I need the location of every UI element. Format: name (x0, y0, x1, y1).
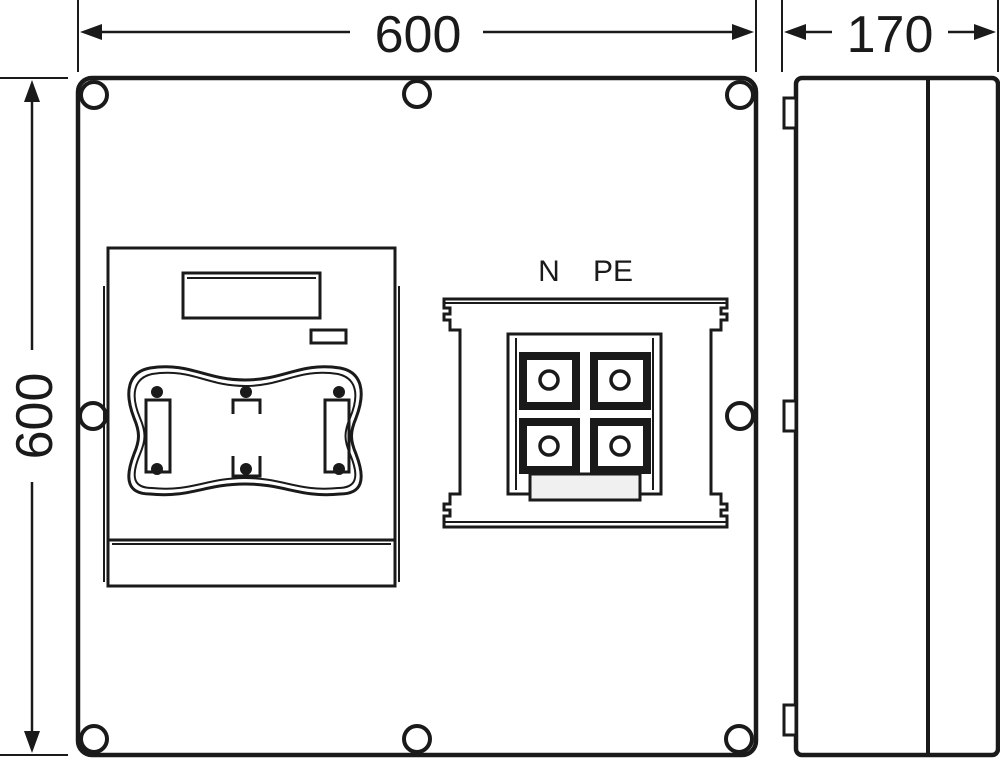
screw-icon (609, 369, 631, 391)
screw-icon (402, 724, 432, 754)
enclosure-front-outline (75, 75, 759, 758)
neutral-label: N (538, 255, 560, 288)
side-view (782, 75, 1000, 758)
center-clip-top (231, 398, 262, 414)
terminal-clamp (590, 352, 651, 410)
terminal-clamp (519, 418, 580, 474)
fuse-switch-disconnector (103, 246, 400, 588)
front-view: N PE (75, 75, 759, 758)
width-label: 600 (375, 6, 462, 64)
screw-icon (402, 79, 432, 109)
switch-housing (106, 246, 397, 588)
rivet-icon (151, 463, 163, 475)
screw-icon (725, 401, 755, 431)
side-latch (782, 703, 798, 737)
terminal-block: N PE (442, 255, 729, 529)
rivet-icon (240, 463, 252, 475)
rivet-icon (151, 386, 163, 398)
fuse-contact-left (144, 398, 172, 474)
screw-icon (79, 724, 109, 754)
mounting-rail (442, 297, 729, 529)
screw-icon (724, 724, 754, 754)
terminal-clamp (519, 352, 580, 410)
depth-label: 170 (847, 6, 934, 64)
rivet-icon (333, 463, 345, 475)
terminal-base (528, 472, 642, 502)
side-latch (782, 399, 798, 433)
screw-icon (609, 435, 631, 457)
arrow-right-icon (974, 24, 996, 40)
height-label: 600 (6, 373, 64, 460)
arrow-left-icon (784, 24, 806, 40)
label-window (181, 271, 322, 320)
terminal-clamp (590, 418, 651, 474)
rivet-icon (240, 386, 252, 398)
center-clip-bottom (231, 456, 262, 478)
cover-screws (78, 79, 755, 754)
screw-icon (725, 80, 755, 110)
depth-dimension: 170 (784, 6, 996, 64)
side-latch (782, 96, 798, 130)
screw-icon (538, 369, 560, 391)
screw-icon (78, 401, 108, 431)
arrow-down-icon (24, 731, 40, 753)
screw-icon (538, 435, 560, 457)
rivet-icon (333, 386, 345, 398)
enclosure-side-outline (793, 75, 1000, 758)
indicator-slot (309, 328, 348, 345)
pe-label: PE (593, 255, 633, 288)
height-dimension: 600 (6, 80, 64, 753)
screw-icon (79, 80, 109, 110)
fuse-carrier (127, 365, 363, 497)
arrow-up-icon (24, 80, 40, 102)
width-dimension: 600 (80, 6, 754, 64)
arrow-right-icon (732, 24, 754, 40)
arrow-left-icon (80, 24, 102, 40)
